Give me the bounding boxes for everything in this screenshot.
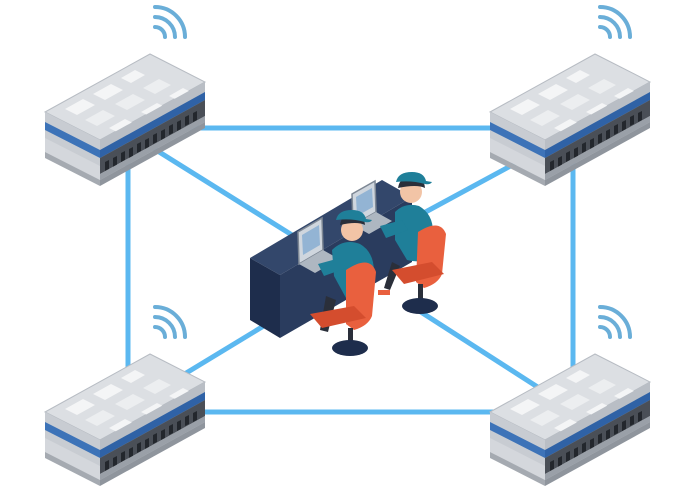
network-device-icon	[44, 353, 206, 487]
operators-desk	[250, 172, 446, 356]
wireless-signal-icon	[153, 305, 187, 339]
wireless-signal-icon	[598, 5, 632, 39]
network-device-icon	[489, 53, 651, 187]
wireless-signal-icon	[153, 5, 187, 39]
chair-icon	[310, 262, 376, 356]
link-diag-top-left	[138, 137, 302, 243]
device-bottom-left	[44, 305, 206, 487]
link-diag-bottom-right	[408, 302, 552, 398]
device-bottom-right	[489, 305, 651, 487]
device-top-right	[489, 5, 651, 187]
laptop-icon	[297, 216, 339, 273]
wireless-signal-icon	[598, 305, 632, 339]
device-top-left	[44, 5, 206, 187]
chair-icon	[392, 225, 446, 314]
